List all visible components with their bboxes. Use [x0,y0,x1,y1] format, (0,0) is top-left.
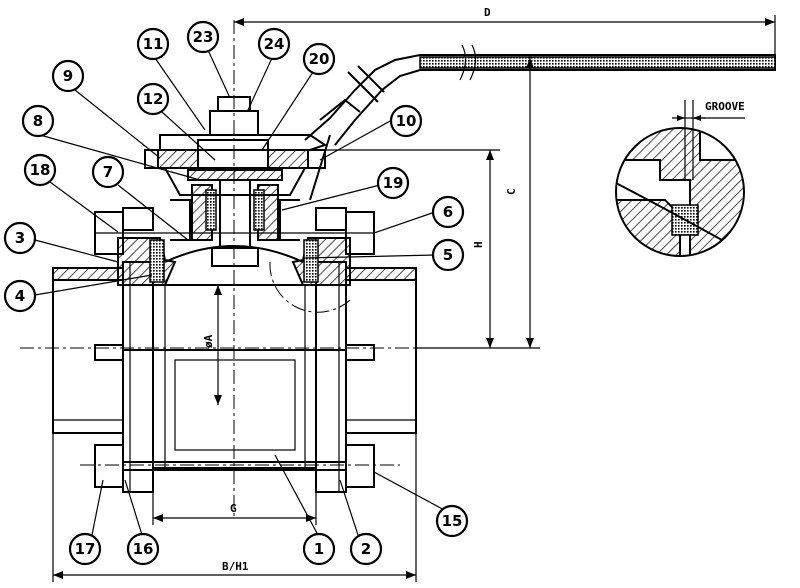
balloon-23: 23 [186,20,220,54]
svg-text:23: 23 [193,28,214,46]
svg-text:24: 24 [264,35,285,53]
center-lines [20,20,430,520]
balloon-19: 19 [376,166,410,200]
balloon-5: 5 [431,238,465,272]
groove-label: GROOVE [705,100,745,113]
svg-text:12: 12 [143,90,164,108]
svg-text:4: 4 [15,287,25,305]
svg-text:18: 18 [30,161,51,179]
dim-g-label: G [230,502,237,515]
svg-text:17: 17 [75,540,96,558]
dim-d-label: D [484,6,491,19]
balloon-3: 3 [3,221,37,255]
valve-body-outline [52,44,776,493]
svg-text:9: 9 [63,67,73,85]
balloon-17: 17 [68,532,102,566]
balloon-4: 4 [3,279,37,313]
svg-text:6: 6 [443,203,453,221]
svg-text:19: 19 [383,174,404,192]
svg-text:15: 15 [442,512,463,530]
balloon-12: 12 [136,82,170,116]
balloon-8: 8 [21,104,55,138]
balloon-6: 6 [431,195,465,229]
svg-text:11: 11 [143,35,164,53]
svg-text:1: 1 [314,540,324,558]
balloon-15: 15 [435,504,469,538]
balloon-2: 2 [349,532,383,566]
balloon-10: 10 [389,104,423,138]
svg-text:3: 3 [15,229,25,247]
svg-text:7: 7 [103,163,113,181]
svg-text:20: 20 [309,50,330,68]
leader-lines [34,49,449,536]
balloon-11: 11 [136,27,170,61]
svg-text:2: 2 [361,540,371,558]
dim-bh1-label: B/H1 [222,560,249,573]
balloon-24: 24 [257,27,291,61]
balloon-16: 16 [126,532,160,566]
groove-detail [615,100,745,257]
balloon-9: 9 [51,59,85,93]
balloon-20: 20 [302,42,336,76]
svg-text:5: 5 [443,246,453,264]
balloon-7: 7 [91,155,125,189]
balloon-1: 1 [302,532,336,566]
dim-h-label: H [472,241,485,248]
svg-text:8: 8 [33,112,43,130]
dim-a-label: øA [202,334,215,348]
dimension-lines [52,15,776,582]
dim-c-label: C [505,188,518,195]
balloon-18: 18 [23,153,57,187]
svg-text:10: 10 [396,112,417,130]
svg-text:16: 16 [133,540,154,558]
